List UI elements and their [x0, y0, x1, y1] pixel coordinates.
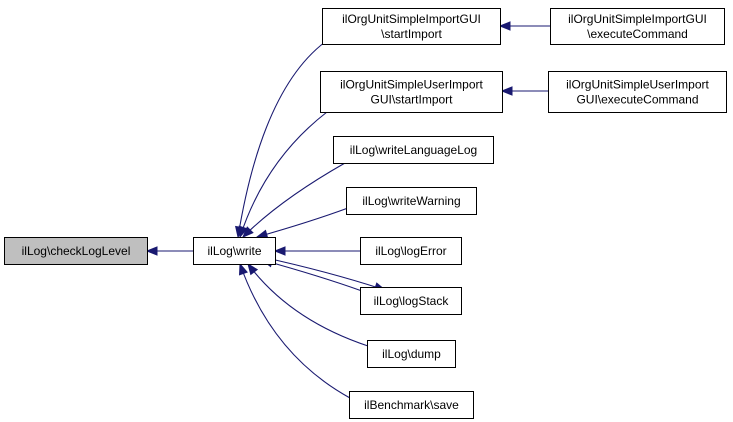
edge-writeLanguageLog-to-write — [242, 162, 346, 238]
node-box — [367, 340, 456, 368]
node-label: ilLog\dump — [382, 347, 441, 361]
node-box — [349, 391, 474, 419]
node-box — [346, 187, 477, 215]
node-label: \executeCommand — [587, 27, 688, 41]
node-box — [320, 71, 503, 113]
node-box — [360, 237, 462, 265]
node-checkLogLevel[interactable]: ilLog\checkLogLevel — [4, 237, 148, 265]
node-logError[interactable]: ilLog\logError — [360, 237, 462, 265]
node-simpleImportExec[interactable]: ilOrgUnitSimpleImportGUI\executeCommand — [550, 8, 725, 45]
edge-arrowhead-simpleUserImportStart — [500, 86, 513, 96]
node-box — [360, 287, 462, 315]
node-label: ilLog\write — [207, 244, 261, 258]
node-label: ilLog\writeLanguageLog — [350, 143, 477, 157]
edge-arrowhead-write — [273, 246, 286, 256]
node-label: ilLog\logError — [375, 244, 446, 258]
node-benchmarkSave[interactable]: ilBenchmark\save — [349, 391, 474, 419]
node-label: ilLog\logStack — [374, 294, 450, 308]
edge-arrowhead-write — [247, 262, 259, 276]
edge-logStack-to-write — [261, 259, 363, 292]
edge-writeWarning-to-write — [256, 207, 349, 238]
node-writeLanguageLog[interactable]: ilLog\writeLanguageLog — [333, 136, 494, 164]
node-box — [322, 8, 501, 45]
edge-arrowhead-simpleImportStart — [498, 21, 511, 31]
node-label: ilOrgUnitSimpleUserImport — [340, 78, 483, 92]
node-box — [550, 8, 725, 45]
edge-simpleUserImportStart-to-write — [239, 111, 328, 238]
edge-write-to-logStack — [261, 256, 386, 291]
node-writeWarning[interactable]: ilLog\writeWarning — [346, 187, 477, 215]
node-label: ilLog\checkLogLevel — [22, 244, 131, 258]
call-graph-edges — [145, 21, 550, 399]
node-label: ilLog\writeWarning — [362, 194, 460, 208]
node-label: GUI\startImport — [370, 93, 453, 107]
node-box — [548, 71, 727, 113]
call-graph-nodes: ilLog\checkLogLevel ilLog\write ilOrgUnitS… — [4, 8, 727, 419]
edge-benchmarkSave-to-write — [239, 263, 351, 399]
node-label: ilOrgUnitSimpleImportGUI — [342, 12, 481, 26]
edge-arrowhead-checkLogLevel — [145, 246, 158, 256]
node-label: ilOrgUnitSimpleUserImport — [566, 78, 709, 92]
node-box — [4, 237, 148, 265]
edge-arrowhead-write — [239, 262, 248, 276]
node-box — [333, 136, 494, 164]
node-dump[interactable]: ilLog\dump — [367, 340, 456, 368]
edge-arrowhead-write — [255, 229, 269, 239]
node-simpleUserImportExec[interactable]: ilOrgUnitSimpleUserImportGUI\executeComm… — [548, 71, 727, 113]
node-label: GUI\executeCommand — [576, 93, 698, 107]
node-label: \startImport — [381, 27, 442, 41]
node-label: ilBenchmark\save — [364, 398, 459, 412]
edge-dump-to-write — [247, 263, 369, 347]
edge-simpleImportStart-to-write — [237, 41, 326, 238]
edge-arrowhead-write — [242, 226, 254, 238]
edge-arrowhead-write — [238, 225, 248, 239]
node-logStack[interactable]: ilLog\logStack — [360, 287, 462, 315]
node-simpleImportStart[interactable]: ilOrgUnitSimpleImportGUI\startImport — [322, 8, 501, 45]
node-box — [193, 237, 276, 265]
node-label: ilOrgUnitSimpleImportGUI — [568, 12, 707, 26]
node-write[interactable]: ilLog\write — [193, 237, 276, 265]
